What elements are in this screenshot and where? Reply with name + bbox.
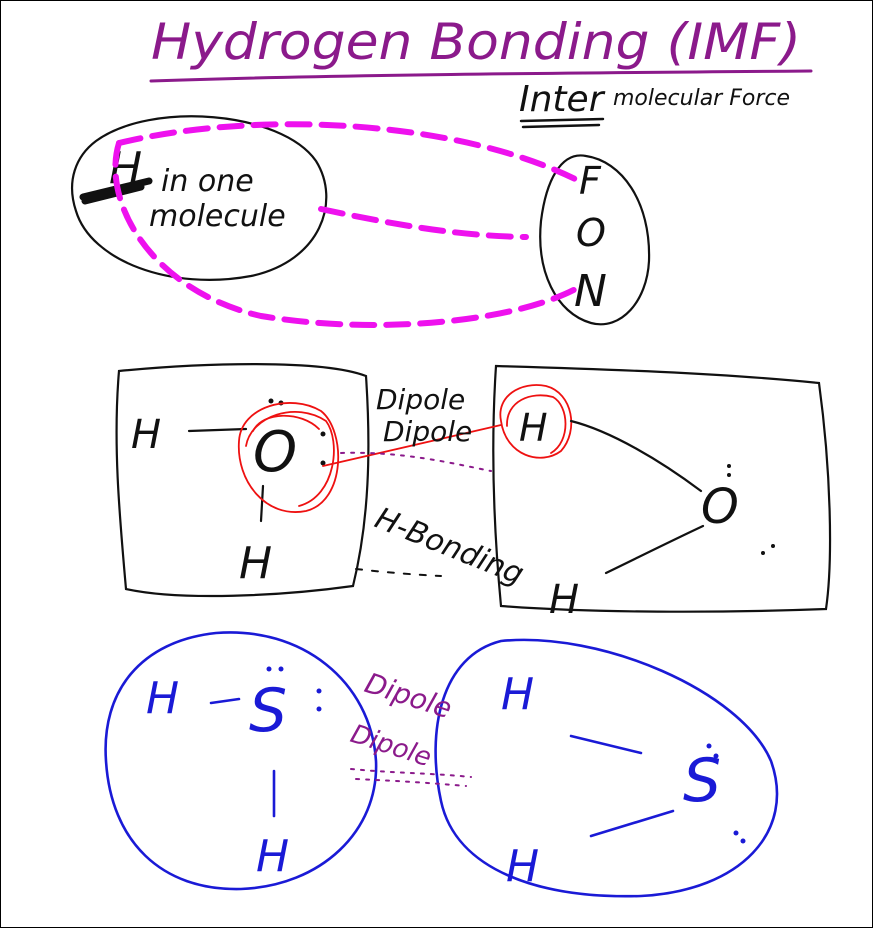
dipole-dotted-line	[340, 451, 492, 472]
label-dipole-4: Dipole	[347, 719, 435, 773]
page-title: Hydrogen Bonding (IMF)	[151, 13, 801, 71]
right-h2s-bond-2	[589, 809, 675, 838]
hbond-dash-to-n	[112, 140, 584, 328]
left-h2s-h1: H	[146, 673, 179, 724]
lone-pair-dot	[740, 838, 746, 844]
left-water-o: O	[253, 420, 297, 485]
water-box-left	[115, 363, 370, 598]
subtitle-molecular-force: molecular Force	[613, 86, 790, 111]
lone-pair-dot	[706, 743, 712, 749]
hbond-red-line	[322, 424, 502, 467]
oxygen-highlight-circle	[238, 402, 340, 513]
hydrogen-highlight-circle	[499, 384, 573, 459]
oxygen-highlight-circle	[252, 414, 320, 432]
lone-pair-dot	[316, 688, 322, 694]
lone-pair-dot	[713, 753, 719, 759]
left-water-bond-1	[187, 427, 248, 433]
right-h2s-h1: H	[501, 669, 534, 720]
dipole-dotted-line	[350, 768, 472, 778]
right-water-o: O	[701, 479, 739, 535]
atom-f-label: F	[579, 159, 602, 203]
hbond-dashed-line	[355, 568, 442, 577]
lone-pair-dot	[320, 460, 326, 466]
section-h2s: H S H H S H Dipole Dipole	[104, 631, 779, 898]
left-water-bond-2	[259, 484, 265, 523]
section-hbond-concept: H in one molecule F O N	[71, 115, 651, 328]
h2s-oval-left	[104, 631, 378, 891]
lone-pair-dot	[727, 464, 731, 468]
right-water-bond-1	[569, 419, 703, 493]
left-h2s-s: S	[249, 676, 287, 746]
label-h-bonding: H-Bonding	[370, 501, 528, 592]
hydrogen-highlight-circle	[506, 394, 567, 454]
lone-pair-dot	[316, 706, 322, 712]
right-water-h1: H	[519, 406, 548, 450]
left-water-h2: H	[239, 538, 272, 589]
lone-pair-dot	[268, 398, 274, 404]
atom-o-label: O	[576, 211, 606, 255]
hbond-dash-to-f	[116, 121, 582, 184]
label-dipole-2: Dipole	[383, 415, 472, 448]
left-h2s-h2: H	[256, 831, 289, 882]
lone-pair-dot	[320, 431, 326, 437]
left-water-h1: H	[131, 412, 161, 458]
right-water-h2: H	[549, 577, 579, 623]
lone-pair-dot	[761, 551, 765, 555]
left-h2s-bond-1	[209, 697, 241, 705]
molecule-text-line2: molecule	[149, 199, 286, 234]
label-dipole-1: Dipole	[376, 383, 465, 416]
label-dipole-3: Dipole	[361, 666, 456, 725]
title-underline	[149, 69, 813, 83]
molecule-text-line1: in one	[161, 164, 254, 199]
heading: Hydrogen Bonding (IMF) Inter molecular F…	[149, 13, 813, 129]
molecule-oval-left	[71, 115, 328, 281]
hbond-dash-to-o	[318, 206, 529, 240]
water-box-right	[492, 364, 832, 613]
lone-pair-dot	[727, 473, 731, 477]
section-water: H O H H O H Dipole Dipole H-Bonding	[115, 363, 832, 623]
right-h2s-h2: H	[506, 841, 539, 892]
inter-underline	[519, 117, 605, 129]
atom-n-label: N	[574, 266, 607, 317]
right-h2s-bond-1	[569, 734, 643, 755]
lone-pair-dot	[278, 666, 284, 672]
dipole-dotted-line	[355, 778, 467, 787]
lone-pair-dot	[266, 666, 272, 672]
lone-pair-dot	[771, 544, 775, 548]
right-water-bond-2	[604, 524, 705, 575]
lone-pair-dot	[733, 830, 739, 836]
h2s-oval-right	[434, 638, 779, 898]
subtitle-inter: Inter	[519, 79, 606, 120]
molecule-oval-right	[539, 154, 651, 326]
